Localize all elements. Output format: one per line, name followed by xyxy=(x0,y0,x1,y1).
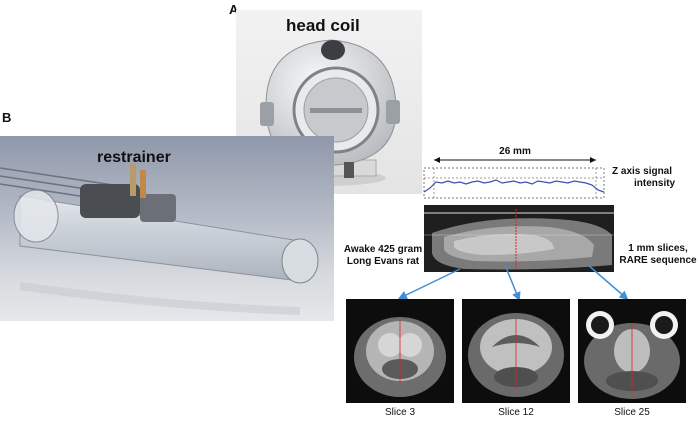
sagittal-mri xyxy=(424,205,614,272)
subject-line-2: Long Evans rat xyxy=(346,256,420,267)
slice-image-25 xyxy=(578,299,686,403)
signal-trace xyxy=(423,179,605,193)
slices-info-label: 1 mm slices, RARE sequence xyxy=(616,243,700,267)
slice-image-12 xyxy=(462,299,570,403)
head-coil-title: head coil xyxy=(286,16,360,35)
subject-label: Awake 425 gram Long Evans rat xyxy=(338,244,428,268)
slice-image-3 xyxy=(346,299,454,403)
signal-intensity-plot xyxy=(423,157,605,199)
slice-arrows xyxy=(397,264,629,302)
slices-info-line-2: RARE sequence xyxy=(619,255,697,266)
arrow-slice-3 xyxy=(397,268,461,300)
arrow-slice-12 xyxy=(504,264,521,302)
restrainer-title: restrainer xyxy=(97,149,171,166)
panel-letter-b: B xyxy=(2,110,12,125)
measure-distance: 26 mm xyxy=(499,146,531,157)
panel-letter-a: A xyxy=(229,2,239,17)
slice-caption-3: Slice 3 xyxy=(384,407,415,418)
slices-info-line-1: 1 mm slices, xyxy=(628,243,688,254)
slice-caption-12: Slice 12 xyxy=(498,407,534,418)
restrainer-render xyxy=(0,136,334,321)
subject-line-1: Awake 425 gram xyxy=(343,244,423,255)
arrow-slice-25 xyxy=(587,264,629,300)
z-axis-line-1: Z axis signal xyxy=(612,166,673,177)
z-axis-label: Z axis signal intensity xyxy=(612,166,692,190)
slice-caption-25: Slice 25 xyxy=(614,407,650,418)
z-axis-line-2: intensity xyxy=(634,178,676,189)
